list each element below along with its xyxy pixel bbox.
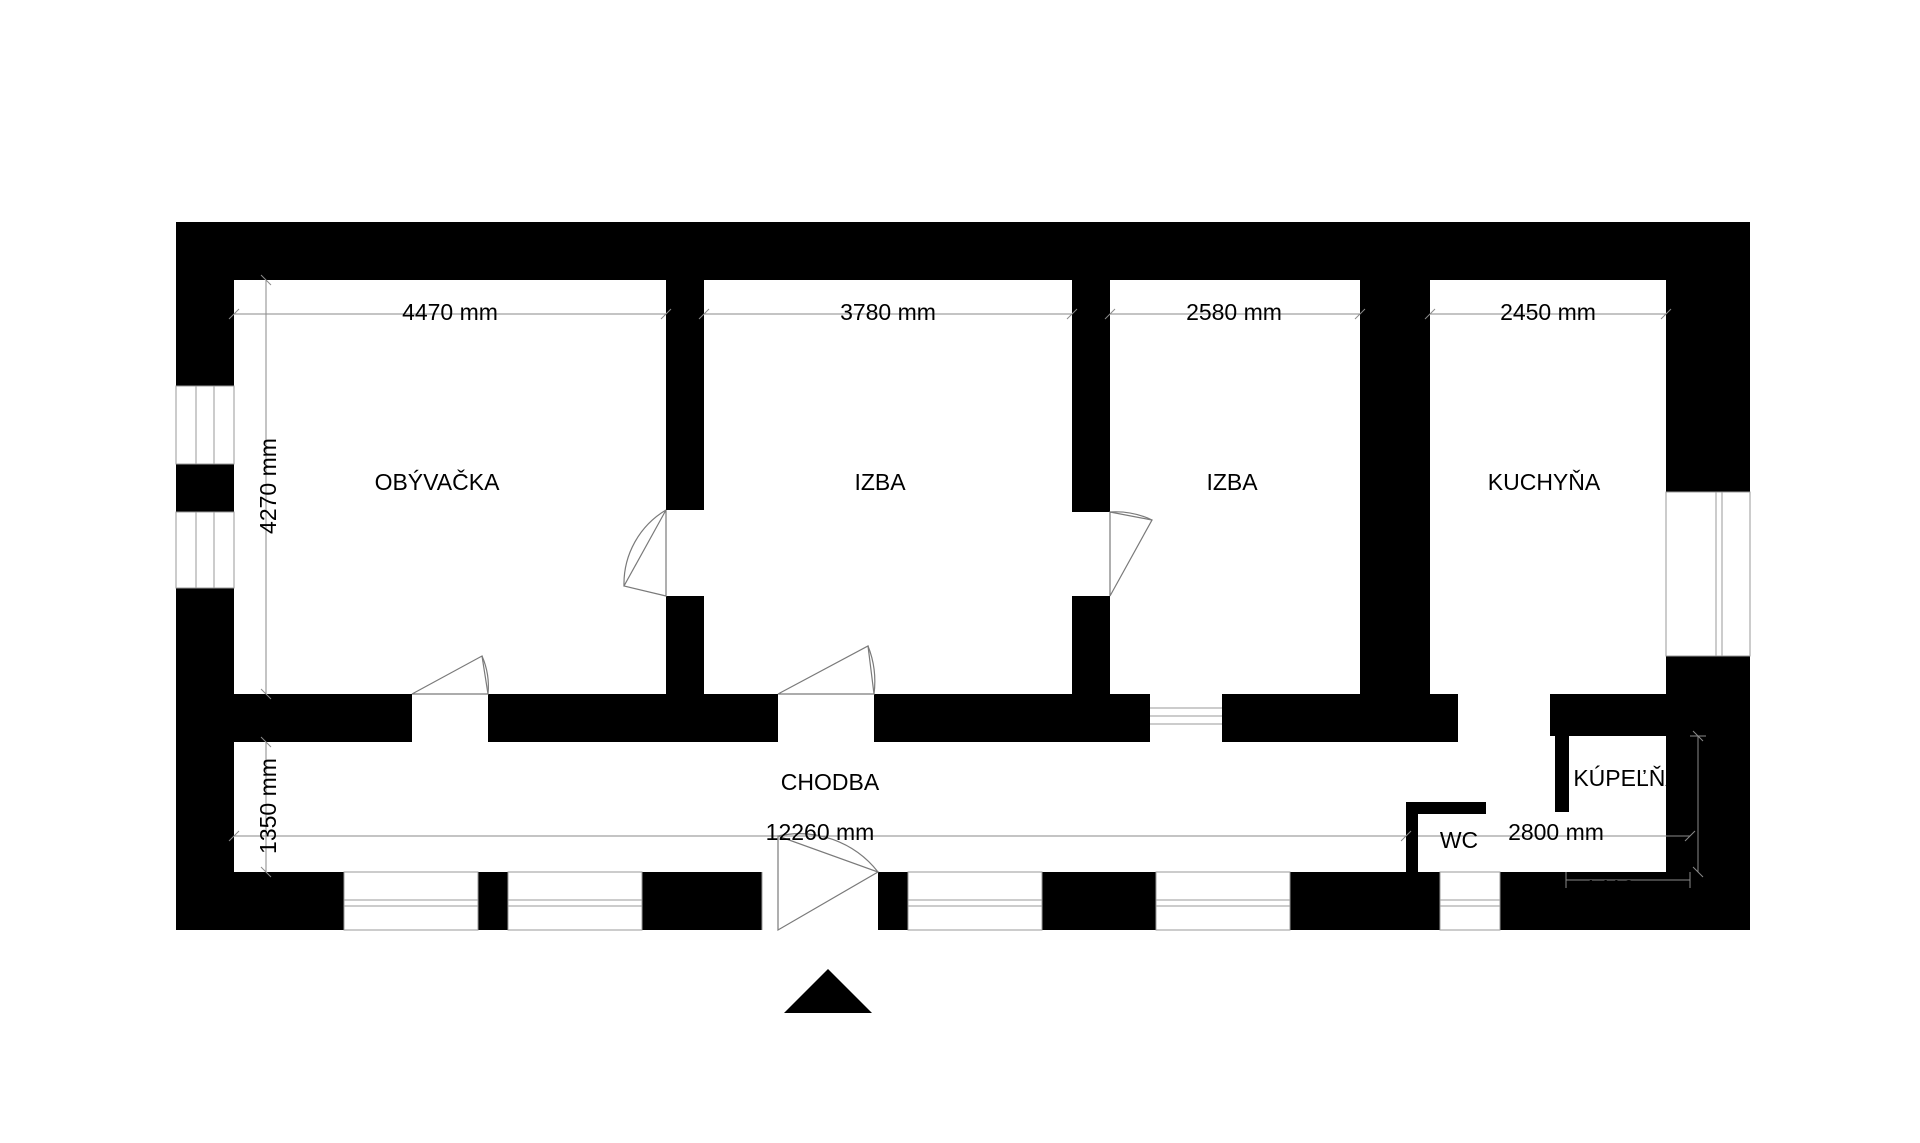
door-swings: [411, 509, 1153, 932]
dim-kupelna-depth: 1410 mm: [1697, 756, 1723, 852]
window-frames: [175, 385, 1751, 931]
dim-izba2-width: 2580 mm: [1186, 299, 1282, 325]
dim-chodba-length: 12260 mm: [766, 819, 875, 845]
dim-obyvacka-depth: 4270 mm: [255, 438, 281, 534]
entrance-arrow-icon: [784, 969, 872, 1013]
openings: [176, 386, 1750, 930]
room-label-kupelna: KÚPEĽŇA: [1573, 765, 1681, 791]
dim-kupelna-width: 1410 mm: [1584, 875, 1680, 901]
room-label-izba-1: IZBA: [854, 469, 906, 495]
dimension-lines: [228, 274, 1706, 888]
dim-chodba-depth: 1350 mm: [255, 758, 281, 854]
room-label-wc: WC: [1440, 827, 1478, 853]
dim-obyvacka-width: 4470 mm: [402, 299, 498, 325]
room-label-obyvacka: OBÝVAČKA: [375, 468, 500, 495]
room-label-izba-2: IZBA: [1206, 469, 1258, 495]
dimension-labels: 4470 mm 3780 mm 2580 mm 2450 mm 4270 mm …: [255, 299, 1723, 901]
dim-izba1-width: 3780 mm: [840, 299, 936, 325]
room-label-kuchyna: KUCHYŇA: [1488, 469, 1601, 495]
dim-kuchyna-width: 2450 mm: [1500, 299, 1596, 325]
room-labels: OBÝVAČKA IZBA IZBA KUCHYŇA CHODBA KÚPEĽŇ…: [375, 468, 1682, 853]
dim-wc-length: 2800 mm: [1508, 819, 1604, 845]
room-label-chodba: CHODBA: [781, 769, 880, 795]
